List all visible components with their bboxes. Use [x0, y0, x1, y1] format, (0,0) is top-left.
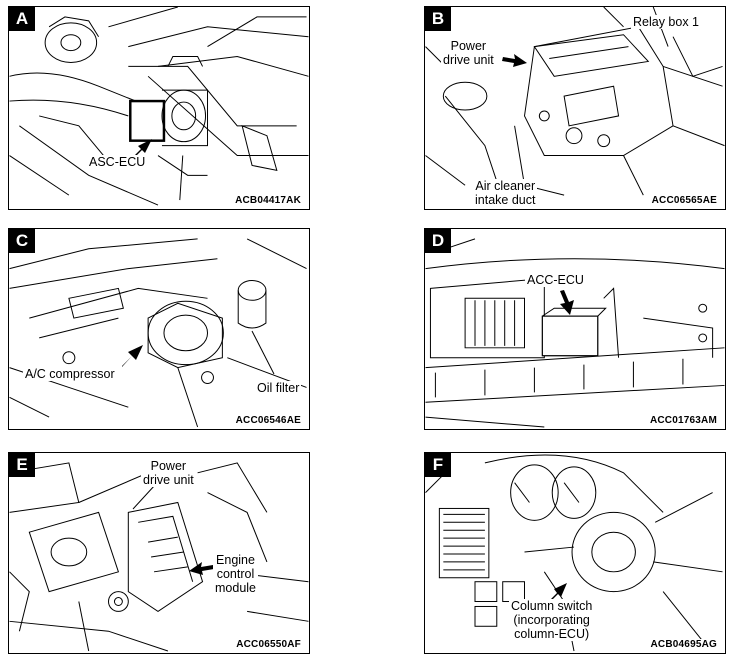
- figure-code: ACB04695AG: [648, 639, 719, 650]
- figure-code: ACC06546AE: [233, 415, 303, 426]
- panel-b: B Relay box 1 Power drive unit Air clean…: [424, 6, 726, 210]
- arrow-icon: [502, 54, 527, 67]
- label-line: drive unit: [443, 53, 494, 67]
- arrow-icon: [131, 139, 152, 160]
- arrow-icon: [189, 562, 214, 575]
- relay-box-label: Relay box 1: [631, 15, 702, 29]
- panel-d-illustration: [425, 238, 725, 428]
- panel-b-illustration: [425, 7, 725, 206]
- acc-ecu-label: ACC-ECU: [525, 273, 586, 287]
- arrow-icon: [122, 345, 143, 367]
- label-line: (incorporating: [513, 613, 590, 627]
- panel-d: D ACC-ECU ACC01763AM: [424, 228, 726, 430]
- arrow-icon: [548, 583, 567, 603]
- engine-control-module-label: Engine control module: [213, 553, 258, 595]
- label-line: Power: [150, 459, 187, 473]
- label-line: Power: [450, 39, 487, 53]
- label-line: Column switch: [511, 599, 593, 613]
- leader-line: [251, 330, 275, 375]
- label-line: control: [216, 567, 255, 581]
- figure-code: ACC06550AF: [234, 639, 303, 650]
- label-line: Engine: [216, 553, 255, 567]
- panel-f-illustration: [425, 454, 723, 652]
- panel-f-letter: F: [425, 453, 451, 477]
- column-switch-label: Column switch (incorporating column-ECU): [509, 599, 595, 641]
- panel-c: C A/C compressor Oil filter ACC06546AE: [8, 228, 310, 430]
- label-line: module: [215, 581, 256, 595]
- arrow-icon: [560, 290, 574, 315]
- oil-filter-label: Oil filter: [255, 381, 302, 395]
- figure-code: ACC01763AM: [647, 415, 719, 426]
- panel-a: A ASC-ECU ACB04417AK: [8, 6, 310, 210]
- asc-ecu-label: ASC-ECU: [87, 155, 148, 169]
- label-line: intake duct: [475, 193, 536, 207]
- label-line: Air cleaner: [475, 179, 536, 193]
- panel-f: F Column switch (incorporating column-EC…: [424, 452, 726, 654]
- panel-c-letter: C: [9, 229, 35, 253]
- label-line: drive unit: [143, 473, 194, 487]
- panel-a-letter: A: [9, 7, 35, 31]
- panel-d-letter: D: [425, 229, 451, 253]
- panel-e-letter: E: [9, 453, 35, 477]
- air-cleaner-intake-duct-label: Air cleaner intake duct: [473, 179, 538, 207]
- leader-line: [132, 484, 156, 510]
- panel-e: E Power drive unit Engine control module…: [8, 452, 310, 654]
- figure-code: ACB04417AK: [233, 195, 303, 206]
- label-line: column-ECU): [514, 627, 590, 641]
- figure-code: ACC06565AE: [649, 195, 719, 206]
- power-drive-unit-label: Power drive unit: [441, 39, 496, 67]
- power-drive-unit-label: Power drive unit: [141, 459, 196, 487]
- panel-e-illustration: [9, 462, 309, 652]
- panel-a-illustration: [9, 7, 309, 206]
- ac-compressor-label: A/C compressor: [23, 367, 117, 381]
- panel-b-letter: B: [425, 7, 451, 31]
